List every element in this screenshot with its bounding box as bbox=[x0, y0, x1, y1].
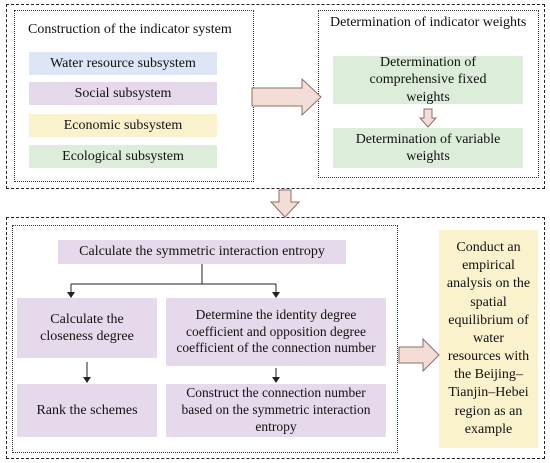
rank-schemes-box: Rank the schemes bbox=[17, 384, 157, 437]
connection-number-box: Construct the connection number based on… bbox=[166, 384, 386, 437]
social-subsystem-box: Social subsystem bbox=[29, 82, 217, 105]
water-resource-subsystem-box: Water resource subsystem bbox=[29, 52, 217, 75]
indicator-system-title: Construction of the indicator system bbox=[28, 22, 232, 37]
indicator-to-weights-arrow bbox=[251, 77, 322, 117]
fixed-weights-box: Determination of comprehensive fixed wei… bbox=[333, 55, 523, 105]
variable-weights-box: Determination of variable weights bbox=[333, 128, 523, 168]
arrowheads bbox=[67, 292, 280, 383]
top-stage-frame bbox=[6, 4, 545, 189]
closeness-degree-box: Calculate the closeness degree bbox=[17, 298, 157, 358]
identity-degree-box: Determine the identity degree coefficien… bbox=[166, 298, 386, 366]
indicator-weights-title: Determination of indicator weights bbox=[330, 15, 527, 30]
entropy-to-empirical-arrow bbox=[398, 337, 440, 373]
empirical-analysis-box: Conduct an empirical analysis on the spa… bbox=[439, 230, 538, 448]
stage-transition-arrow bbox=[269, 189, 301, 218]
fixed-to-variable-arrow bbox=[418, 108, 438, 128]
economic-subsystem-box: Economic subsystem bbox=[29, 114, 217, 137]
symmetric-entropy-box: Calculate the symmetric interaction entr… bbox=[58, 240, 346, 264]
ecological-subsystem-box: Ecological subsystem bbox=[29, 145, 217, 168]
branch-connector bbox=[70, 264, 277, 378]
entropy-method-panel bbox=[12, 225, 398, 453]
bottom-stage-frame bbox=[6, 217, 545, 459]
